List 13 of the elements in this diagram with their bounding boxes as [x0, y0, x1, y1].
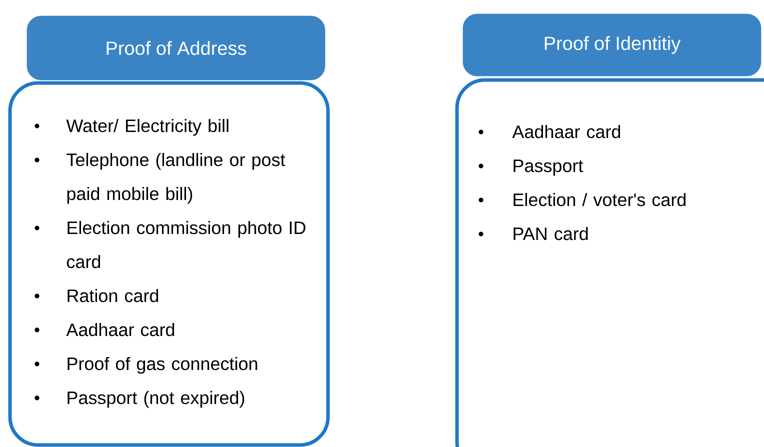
- list-item: Election / voter's card: [478, 192, 686, 206]
- header-tab: Proof of Identitiy: [462, 14, 762, 76]
- list-item: Passport: [478, 160, 584, 176]
- list-item: Ration card: [34, 288, 158, 302]
- list-item: Proof of gas connection: [34, 356, 258, 374]
- list-item: Aadhaar card: [34, 322, 174, 336]
- list-item: Telephone (landline or post paid mobile bill): [34, 152, 286, 204]
- header-tab: Proof of Address: [26, 16, 326, 80]
- list-item: PAN card: [478, 226, 588, 240]
- list-item: Water/ Electricity bill: [34, 118, 228, 136]
- list-item: Aadhaar card: [478, 124, 620, 138]
- list-item: Election commission photo ID card: [34, 220, 306, 268]
- list-item: Passport (not expired): [34, 390, 244, 408]
